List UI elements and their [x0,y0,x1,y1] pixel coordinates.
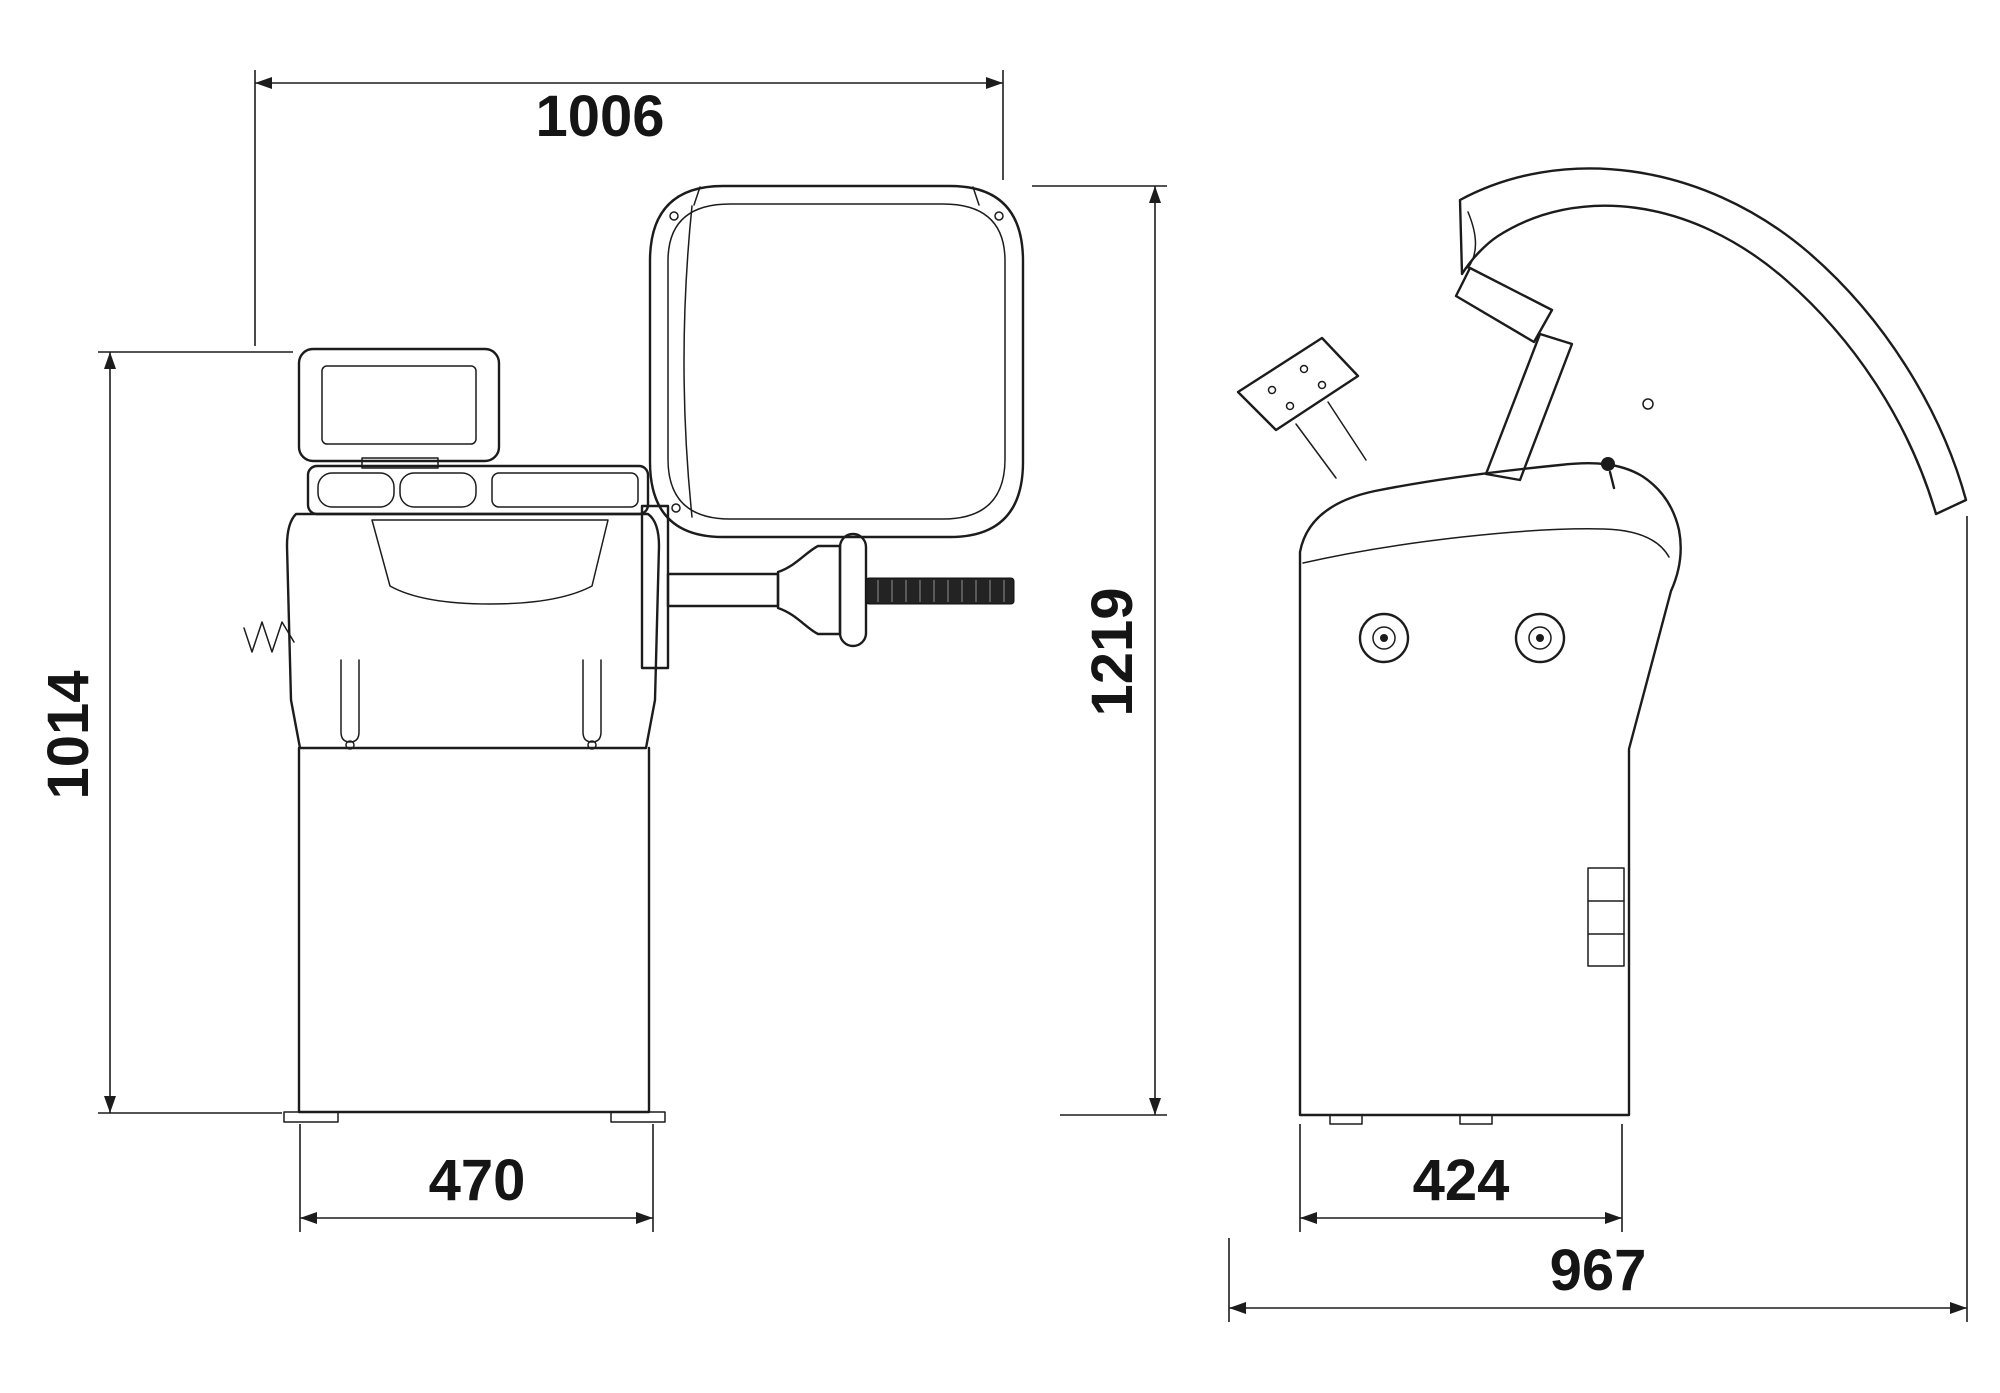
display-screen [321,365,477,445]
dim-value-front-height-right: 1219 [1080,587,1145,716]
arrowhead-icon [255,77,272,89]
side-display-monitor [1236,336,1360,432]
weight-tray-compartment [317,472,395,508]
display-mount-screw-icon [1299,364,1309,374]
display-monitor [297,347,501,463]
spindle-mount-plate [640,504,670,670]
dim-value-front-base-width: 470 [429,1148,526,1213]
arrowhead-icon [636,1212,653,1224]
dim-front-width: 1006 [254,70,1004,346]
arrowhead-icon [1605,1212,1622,1224]
wheel-guard-hinge-tick-left [693,186,701,206]
display-support-arm [1327,401,1367,461]
dim-front-base-width: 470 [299,1124,654,1232]
display-support-arm [1295,423,1337,479]
weight-tray-compartment [491,472,639,508]
dim-value-side-base-depth: 424 [1413,1148,1510,1213]
dim-front-height-right: 1219 [1032,185,1167,1116]
wheel-guard-bolt-icon [669,211,679,221]
threaded-shaft [865,577,1015,605]
thread-hatch [877,580,1005,602]
dim-side-base-depth: 424 [1299,1124,1623,1232]
display-mount-screw-icon [1285,401,1295,411]
wheel-guard-bolt-icon [994,211,1004,221]
hood-hole-icon [1642,398,1654,410]
weight-tray-compartment [399,472,477,508]
power-cord-coil [243,621,295,653]
arrowhead-icon [1229,1302,1246,1314]
dim-value-side-overall-depth: 967 [1550,1238,1647,1303]
body-vent-slot [340,659,360,743]
wheel-guard-inner [667,203,1006,520]
hood-bracket [1454,266,1554,344]
dim-side-overall-depth: 967 [1228,516,1968,1322]
body-vent-slot [582,659,602,743]
hood-support-arm [1484,332,1574,482]
front-view-wheel-balancer [243,184,1025,1123]
body-screw-icon [587,740,597,750]
spindle-shaft [666,572,780,608]
pedestal-cabinet [297,746,651,1114]
gauge-knob [1358,612,1410,664]
arrowhead-icon [1950,1302,1967,1314]
arrowhead-icon [300,1212,317,1224]
arrowhead-icon [104,1096,116,1113]
dim-front-height-left: 1014 [36,351,293,1114]
wheel-guard-hinge-tick-right [972,186,980,206]
wheel-guard-bolt-icon [671,503,681,513]
side-body-outline [1298,461,1682,1117]
wheel-guard-contour [683,205,693,518]
cabinet-foot [283,1111,339,1123]
arrowhead-icon [1149,186,1161,203]
hood-open-band [1458,167,1968,516]
machine-body [285,512,661,750]
side-body-seam [1302,528,1670,564]
centering-cone [776,544,842,636]
flange-disc [838,532,868,648]
body-recessed-tray [371,519,609,605]
cabinet-foot [1329,1114,1363,1125]
display-mount-screw-icon [1267,385,1277,395]
display-stand [361,457,439,469]
wheel-guard-outer [648,184,1025,539]
gauge-knob [1514,612,1566,664]
clamp-lever-stem [1608,470,1616,490]
dim-value-front-height-left: 1014 [36,670,101,799]
arrowhead-icon [1149,1098,1161,1115]
arrowhead-icon [986,77,1003,89]
display-mount-screw-icon [1317,380,1327,390]
arrowhead-icon [104,352,116,369]
side-view-wheel-balancer [1236,167,1968,1125]
dim-value-front-width: 1006 [535,84,664,149]
clamp-lever-knob [1601,457,1615,471]
cabinet-foot [1459,1114,1493,1125]
hood-end-cap-line [1467,211,1477,269]
body-screw-icon [345,740,355,750]
arrowhead-icon [1300,1212,1317,1224]
cabinet-foot [610,1111,666,1123]
side-access-panel [1587,867,1625,967]
